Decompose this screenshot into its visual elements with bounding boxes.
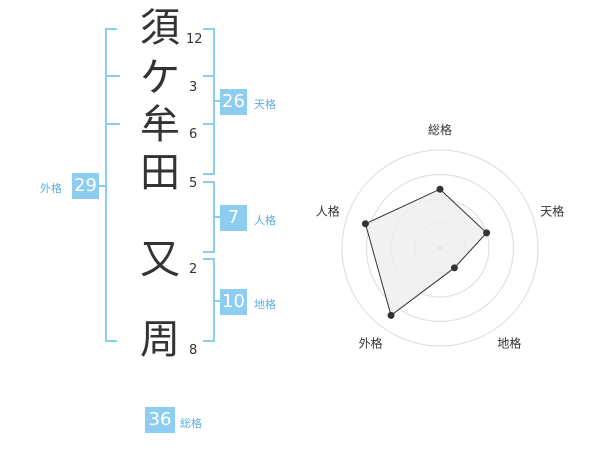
radar-axis-label-2: 天格 [540,204,564,219]
name-char-6: 周 [140,317,180,363]
stroke-count-1: 12 [186,32,203,47]
radar-axis-label-4: 外格 [359,335,383,350]
tenkaku-label: 天格 [254,98,276,111]
radar-point-5 [361,220,369,228]
name-char-4: 田 [140,150,180,196]
radar-point-2 [483,229,491,237]
radar-point-4 [387,311,395,319]
name-char-2: ケ [140,55,180,101]
tenkaku-value: 26 [220,89,247,115]
name-char-3: 牟 [140,102,180,148]
name-char-1: 須 [140,5,180,51]
radar-ring [341,149,539,347]
radar-polygon [364,188,488,317]
stroke-count-2: 3 [189,80,198,95]
gaikaku-connector [99,185,107,187]
stroke-count-4: 5 [189,176,198,191]
name-char-5: 又 [140,237,180,283]
radar-axis-label-5: 人格 [316,204,340,219]
radar-ring [366,174,514,322]
jinkaku-value: 7 [220,205,247,231]
gaikaku-value: 29 [72,173,99,199]
jinkaku-label: 人格 [254,214,276,227]
bracket-tick [105,75,120,77]
soukaku-value: 36 [145,407,175,433]
radar-axis-label-1: 総格 [428,122,452,137]
stroke-count-3: 6 [189,127,198,142]
chikaku-label: 地格 [254,298,276,311]
radar-axis-label-3: 地格 [497,335,521,350]
chikaku-connector [213,300,220,302]
stroke-count-6: 8 [189,343,198,358]
jinkaku-connector [213,216,220,218]
bracket-tick [105,123,120,125]
stroke-count-5: 2 [189,262,198,277]
radar-point-1 [436,185,444,193]
radar-point-3 [450,264,458,272]
bracket-tick [203,123,213,125]
soukaku-label: 総格 [180,417,202,430]
chikaku-value: 10 [220,289,247,315]
tenkaku-connector [213,100,220,102]
gaikaku-label: 外格 [40,182,62,195]
bracket-tick [203,75,213,77]
